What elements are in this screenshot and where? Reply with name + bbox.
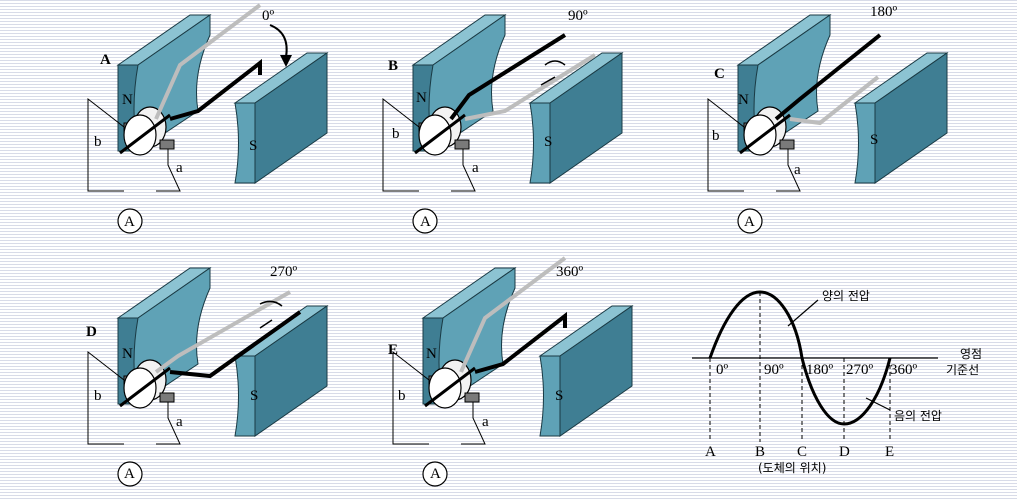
panel-a-meter: A (124, 214, 135, 230)
panel-a-brush-b: b (94, 134, 102, 150)
panel-b-meter: A (420, 214, 431, 230)
panel-e-south: S (555, 388, 563, 404)
position-tick-e: E (885, 444, 894, 460)
generator-panel-b (381, 13, 624, 234)
panel-b-letter: B (388, 58, 398, 74)
panel-e-north: N (426, 346, 437, 362)
panel-a-north: N (122, 92, 133, 108)
panel-c-letter: C (714, 66, 725, 82)
positive-voltage-label: 양의 전압 (822, 289, 870, 303)
panel-b-south: S (544, 134, 552, 150)
position-tick-c: C (797, 444, 807, 460)
position-tick-b: B (755, 444, 765, 460)
panel-d-meter: A (124, 466, 135, 482)
angle-tick-90: 90º (764, 362, 784, 378)
panel-c-angle: 180º (870, 4, 898, 20)
panel-a-brush-a: a (176, 160, 183, 176)
panel-b-brush-b: b (392, 126, 400, 142)
panel-c-brush-b: b (712, 128, 720, 144)
negative-voltage-label: 음의 전압 (894, 409, 942, 423)
panel-a-south: S (249, 138, 257, 154)
angle-tick-180: 180º (806, 362, 834, 378)
panel-a-angle: 0º (262, 8, 275, 24)
panel-d-letter: D (86, 324, 97, 340)
generator-panel-e (391, 256, 634, 487)
panel-a-letter: A (100, 52, 111, 68)
angle-tick-270: 270º (846, 362, 874, 378)
panel-e-brush-a: a (482, 414, 489, 430)
angle-tick-360: 360º (890, 362, 918, 378)
panel-d-brush-a: a (176, 414, 183, 430)
voltage-wave-graph (692, 290, 938, 442)
generator-panel-d (86, 266, 329, 487)
position-tick-d: D (839, 444, 850, 460)
panel-d-south: S (250, 388, 258, 404)
panel-d-north: N (122, 346, 133, 362)
position-tick-a: A (705, 444, 716, 460)
panel-c-brush-a: a (794, 162, 801, 178)
panel-e-brush-b: b (398, 388, 406, 404)
panel-d-brush-b: b (94, 388, 102, 404)
zero-label-line1: 영점 (960, 347, 982, 361)
panel-e-letter: E (388, 342, 398, 358)
panel-b-north: N (416, 90, 427, 106)
panel-b-angle: 90º (568, 8, 588, 24)
panel-c-south: S (870, 132, 878, 148)
panel-e-meter: A (430, 466, 441, 482)
panel-e-angle: 360º (556, 264, 584, 280)
angle-tick-0: 0º (716, 362, 729, 378)
generator-panel-a (86, 3, 329, 234)
panel-c-north: N (738, 92, 749, 108)
generator-panel-c (706, 13, 949, 234)
panel-b-brush-a: a (472, 160, 479, 176)
position-caption: (도체의 위치) (758, 461, 826, 475)
panel-c-meter: A (744, 214, 755, 230)
zero-label-line2: 기준선 (946, 363, 979, 377)
panel-d-angle: 270º (270, 264, 298, 280)
